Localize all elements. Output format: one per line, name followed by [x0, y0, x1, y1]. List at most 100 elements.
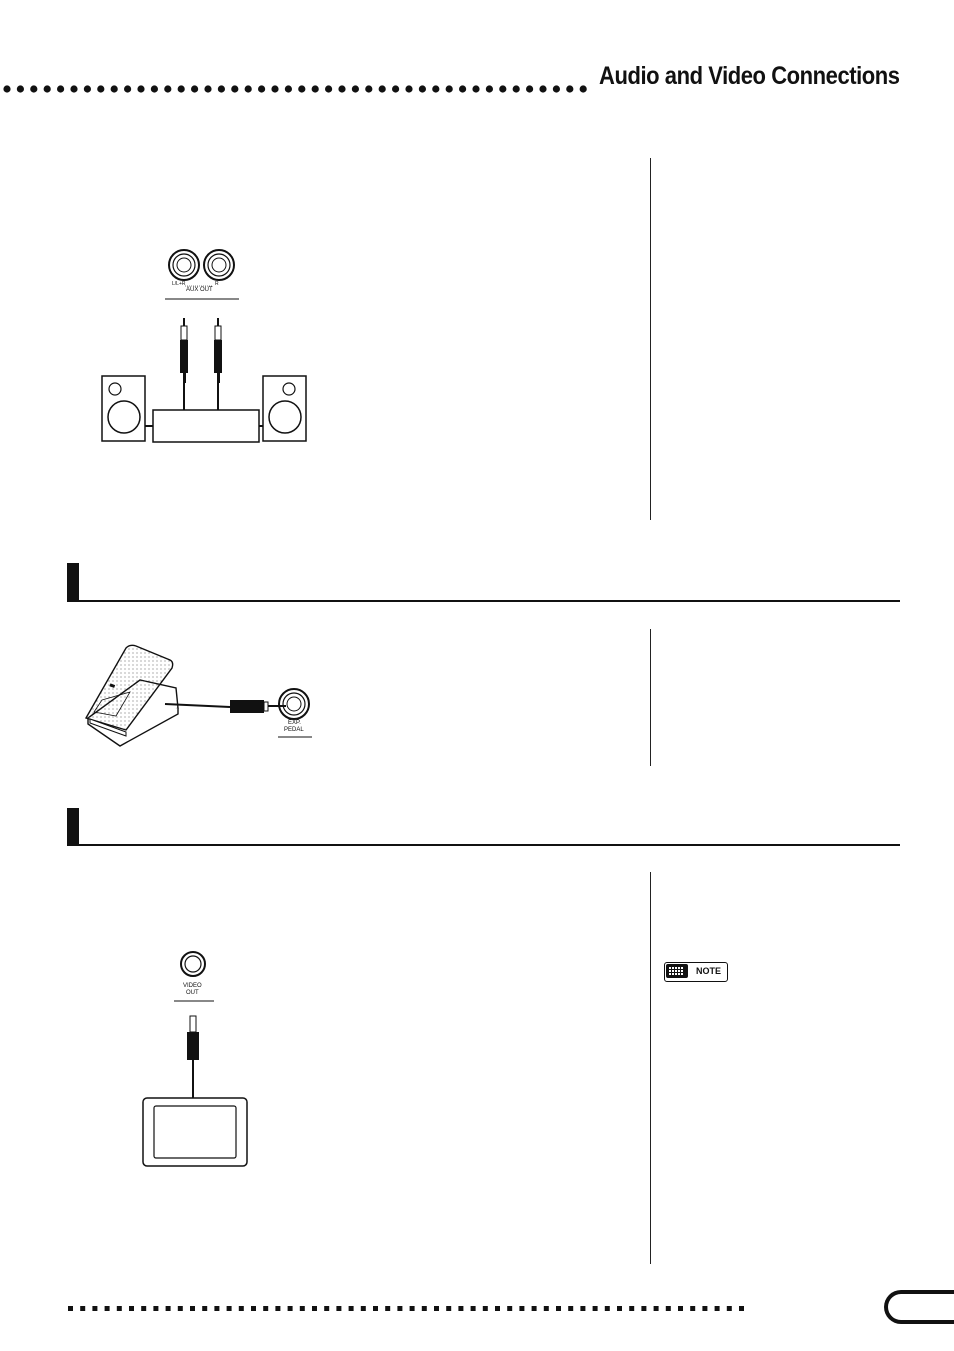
footer-rule-dot: [336, 1306, 342, 1311]
header-rule-dot: [338, 85, 346, 93]
footer-rule-dot: [592, 1306, 598, 1311]
footer-rule-dot: [116, 1306, 122, 1311]
header-rule-dot: [566, 85, 574, 93]
footer-rule-dot: [629, 1306, 635, 1311]
aux-jack-left-label: L/L+R: [172, 281, 186, 287]
header-rule-dot: [539, 85, 547, 93]
aux-out-label: AUX OUT: [186, 287, 213, 293]
footer-rule-dot: [202, 1306, 208, 1311]
aux-out-jack-left: [168, 249, 200, 281]
header-dotted-rule: [3, 85, 587, 93]
aux-out-jack-right: [203, 249, 235, 281]
footer-rule-dot: [714, 1306, 720, 1311]
exp-pedal-jack: [278, 688, 310, 720]
header-rule-dot: [30, 85, 38, 93]
expression-pedal-diagram: [84, 644, 312, 747]
footer-rule-dot: [348, 1306, 354, 1311]
section-heading-rule: [67, 844, 900, 846]
footer-rule-dot: [556, 1306, 561, 1311]
video-plug: [187, 1015, 199, 1098]
footer-rule-dot: [507, 1306, 513, 1311]
header-rule-dot: [472, 85, 480, 93]
page-number-tab: [884, 1290, 954, 1324]
header-rule-dot: [70, 85, 78, 93]
header-rule-dot: [351, 85, 359, 93]
header-rule-dot: [392, 85, 400, 93]
footer-rule-dot: [373, 1306, 378, 1311]
footer-rule-dot: [92, 1306, 98, 1311]
header-rule-dot: [485, 85, 493, 93]
header-rule-dot: [43, 85, 51, 93]
footer-rule-dot: [238, 1306, 244, 1311]
footer-rule-dot: [495, 1306, 500, 1311]
column-divider: [650, 158, 651, 520]
footer-rule-dot: [226, 1306, 232, 1311]
footer-rule-dot: [678, 1306, 683, 1311]
aux-out-connection-diagram: [101, 249, 307, 443]
video-out-connection-diagram: [142, 951, 248, 1167]
footer-rule-dot: [409, 1306, 415, 1311]
footer-rule-dot: [568, 1306, 574, 1311]
footer-rule-dot: [531, 1306, 537, 1311]
footer-dotted-rule: [68, 1306, 744, 1311]
footer-rule-dot: [421, 1306, 427, 1311]
header-rule-dot: [258, 85, 266, 93]
video-out-label-line1: VIDEO: [183, 983, 202, 989]
monitor: [142, 1097, 248, 1167]
header-rule-dot: [217, 85, 225, 93]
header-rule-dot: [284, 85, 292, 93]
footer-rule-dot: [690, 1306, 696, 1311]
speaker-left: [101, 375, 153, 442]
footer-rule-dot: [482, 1306, 488, 1311]
section-heading-marker: [67, 563, 79, 601]
footer-rule-dot: [641, 1306, 647, 1311]
keyboard-note-icon: [666, 964, 688, 978]
header-rule-dot: [445, 85, 453, 93]
column-divider: [650, 629, 651, 766]
header-rule-dot: [16, 85, 24, 93]
header-rule-dot: [512, 85, 520, 93]
header-rule-dot: [579, 85, 587, 93]
footer-rule-dot: [360, 1306, 366, 1311]
header-rule-dot: [365, 85, 373, 93]
header-rule-dot: [97, 85, 105, 93]
header-rule-dot: [204, 85, 212, 93]
footer-rule-dot: [739, 1306, 744, 1311]
exp-pedal-label-line1: EXP.: [288, 720, 301, 726]
footer-rule-dot: [580, 1306, 586, 1311]
footer-rule-dot: [275, 1306, 281, 1311]
footer-rule-dot: [312, 1306, 317, 1311]
exp-pedal-label-line2: PEDAL: [284, 727, 304, 733]
header-rule-dot: [3, 85, 11, 93]
column-divider: [650, 872, 651, 1264]
header-rule-dot: [325, 85, 333, 93]
header-rule-dot: [418, 85, 426, 93]
header-rule-dot: [298, 85, 306, 93]
header-rule-dot: [526, 85, 534, 93]
pedal-plug: [230, 700, 264, 713]
footer-rule-dot: [665, 1306, 671, 1311]
amplifier-box: [152, 409, 260, 443]
footer-rule-dot: [434, 1306, 439, 1311]
header-rule-dot: [150, 85, 158, 93]
footer-rule-dot: [263, 1306, 269, 1311]
footer-rule-dot: [702, 1306, 708, 1311]
page-title: Audio and Video Connections: [599, 62, 900, 90]
footer-rule-dot: [458, 1306, 464, 1311]
footer-rule-dot: [519, 1306, 525, 1311]
footer-rule-dot: [214, 1306, 220, 1311]
footer-rule-dot: [324, 1306, 330, 1311]
footer-rule-dot: [299, 1306, 305, 1311]
footer-rule-dot: [251, 1306, 256, 1311]
header-rule-dot: [271, 85, 279, 93]
header-rule-dot: [231, 85, 239, 93]
pedal-top: [84, 644, 174, 731]
footer-rule-dot: [543, 1306, 549, 1311]
section-heading-marker: [67, 808, 79, 846]
video-out-jack: [180, 951, 206, 977]
footer-rule-dot: [653, 1306, 659, 1311]
footer-rule-dot: [287, 1306, 293, 1311]
footer-rule-dot: [726, 1306, 732, 1311]
footer-rule-dot: [617, 1306, 622, 1311]
header-rule-dot: [244, 85, 252, 93]
